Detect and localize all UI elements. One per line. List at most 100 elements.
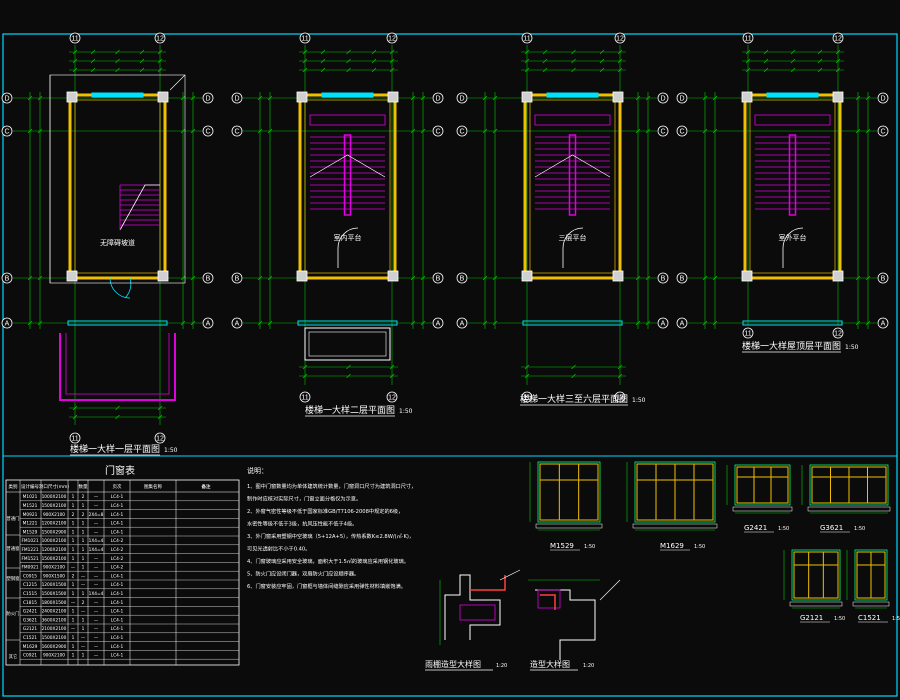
dimension-tick [492, 95, 498, 101]
dimension-tick [346, 58, 351, 64]
axis-side-left-circle [231, 272, 243, 284]
dimension-tick [865, 95, 871, 101]
axis-side-right-label: D [205, 96, 210, 103]
table-cell: 1 [72, 644, 75, 650]
table-cell: LC4-2 [111, 547, 124, 553]
dimension-tick [139, 49, 145, 55]
column [832, 270, 844, 282]
window-top [321, 92, 374, 98]
table-cell: 900X2100 [43, 565, 65, 571]
axis-bottom-circle [69, 432, 81, 444]
table-cell: 1200X1500 [42, 582, 67, 588]
plan-title: 楼梯一大样二层平面图 [305, 404, 395, 416]
notes-line: 5、防火门应设闭门器，双扇防火门应设顺序器。 [247, 570, 359, 578]
roof-outline [49, 74, 186, 284]
detail-slab [459, 604, 496, 621]
axis-side-right-circle [432, 92, 444, 104]
axis-top-circle [386, 32, 398, 44]
axis-side-right-label: A [881, 321, 886, 328]
elevation-scale: 1:50 [854, 526, 865, 532]
table-cell: — [94, 654, 99, 659]
dimension-tick [599, 49, 605, 55]
dimension-tick [371, 49, 377, 55]
table-cell: — [81, 610, 86, 615]
window-bottom [67, 320, 168, 326]
dimension-tick [72, 405, 78, 411]
axis-top-circle [299, 32, 311, 44]
table-cell: — [81, 574, 86, 579]
landing [754, 114, 831, 126]
table-cell: 1 [82, 653, 85, 659]
dimension-tick [790, 49, 796, 55]
axis-side-left-circle [231, 317, 243, 329]
dimension-tick [571, 373, 576, 379]
dimension-tick [389, 49, 395, 55]
axis-side-left-label: D [4, 96, 9, 103]
dimension-tick [420, 95, 426, 101]
plan-title: 楼梯一大样三至六层平面图 [520, 393, 628, 405]
axis-bottom-label: 12 [616, 395, 624, 402]
table-cell: 1 [72, 617, 75, 623]
axis-bottom-circle [299, 391, 311, 403]
table-cell: 1 [82, 521, 85, 527]
axis-side-right-label: C [435, 129, 440, 136]
table-cell: 1 [72, 503, 75, 509]
detail-scale: 1:20 [583, 663, 594, 669]
table-cell: — [94, 583, 99, 588]
axis-side-right-circle [877, 272, 889, 284]
table-header-cell: 洞口尺寸(mm) [39, 483, 70, 490]
stair-wall-inner [74, 99, 161, 274]
elevation-sill [632, 523, 718, 529]
axis-side-right-circle [202, 125, 214, 137]
axis-bottom-circle [614, 391, 626, 403]
table-cell: 1500X2100 [42, 556, 67, 562]
table-cell: — [71, 566, 76, 571]
dimension-tick [817, 58, 823, 64]
table-cell: LC4-1 [111, 600, 124, 606]
table-cell: FM1021 [21, 538, 38, 544]
dimension-tick [635, 320, 641, 326]
elevation-code: G3621 [820, 524, 843, 532]
axis-top-label: 12 [616, 36, 624, 43]
dimension-tick [790, 58, 796, 64]
table-cell: LC4-1 [111, 503, 124, 509]
dimension-tick [763, 67, 769, 73]
dimension-tick [482, 128, 488, 134]
elevation-frame [791, 549, 841, 601]
dimension-tick [617, 67, 623, 73]
axis-side-left-label: A [680, 321, 685, 328]
table-header-cell: 设计编号 [21, 483, 39, 490]
table-cell: 900X2100 [43, 653, 65, 659]
dimension-tick [865, 128, 871, 134]
stair-handrail [568, 134, 577, 216]
axis-side-right-label: B [881, 276, 886, 283]
table-cell: 1600X2900 [42, 644, 67, 650]
elevation-frame [734, 464, 791, 506]
window-bottom [522, 320, 623, 326]
axis-side-left-label: B [235, 276, 240, 283]
table-cell: 1500X1500 [42, 591, 67, 597]
column [612, 91, 624, 103]
plan-scale: 1:50 [632, 397, 646, 404]
table-cell: M1021 [23, 494, 38, 500]
axis-side-left-label: C [234, 129, 239, 136]
dimension-tick [346, 67, 351, 73]
axis-side-right-circle [202, 317, 214, 329]
stair-wall-inner [749, 99, 836, 274]
axis-side-left-label: B [680, 276, 685, 283]
dimension-tick [115, 67, 120, 73]
notes-line: 水密性等级不低于3级，抗风压性能不低于4级。 [247, 520, 357, 528]
table-cell: 1 [82, 591, 85, 597]
dimension-tick [72, 67, 78, 73]
axis-side-left-label: D [234, 96, 239, 103]
detail-block [537, 589, 561, 609]
column [66, 91, 78, 103]
table-cell: 1 [82, 529, 85, 535]
elevation-code: C1521 [858, 614, 881, 622]
detail-scale: 1:20 [496, 663, 507, 669]
table-cell: C0915 [23, 573, 37, 579]
